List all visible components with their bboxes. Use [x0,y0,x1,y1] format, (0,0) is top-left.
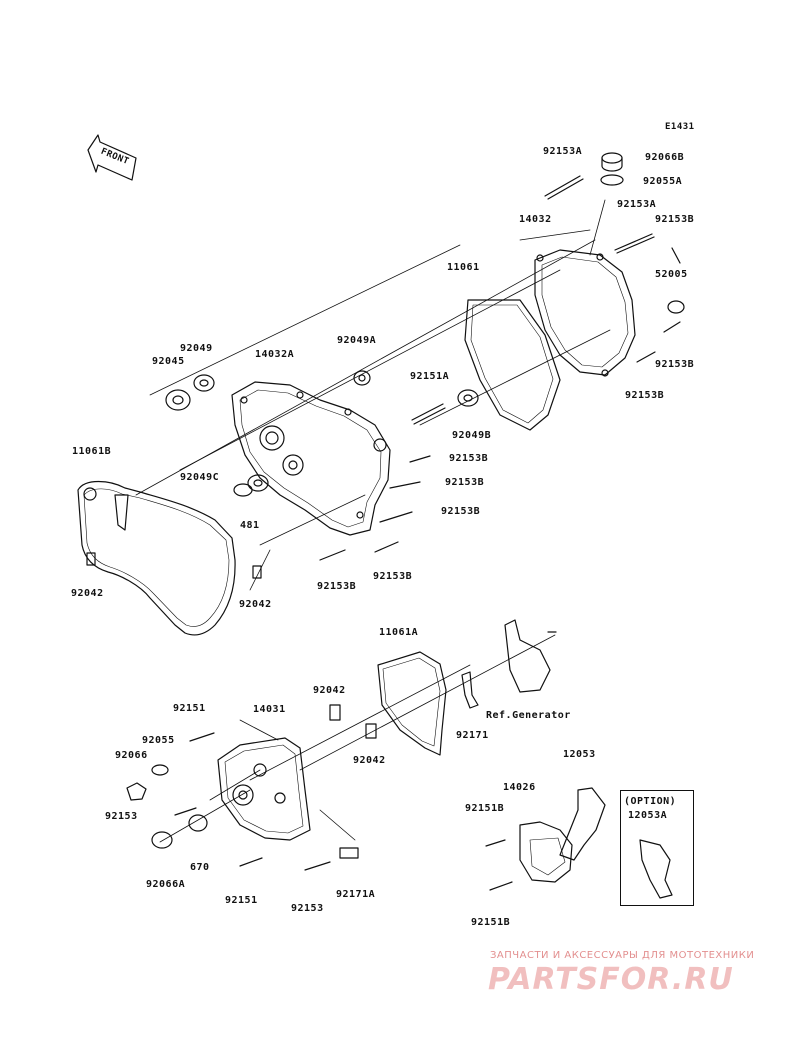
cover-14031 [217,737,311,841]
part-label: 92151 [225,895,258,906]
part-label: 11061B [72,446,112,457]
part-label: 14026 [503,782,536,793]
part-label: 92153B [445,477,485,488]
part-label: 14032 [519,214,552,225]
part-label: 92151A [410,371,450,382]
part-label: 670 [190,862,210,873]
part-label: 92049A [337,335,377,346]
cover-14032a [231,381,391,536]
watermark-tagline: ЗАПЧАСТИ И АКСЕССУАРЫ ДЛЯ МОТОТЕХНИКИ [490,950,755,961]
gasket-11061a [377,651,447,756]
part-label: 92153B [625,390,665,401]
plug-92066b [601,152,623,172]
plug-92153 [126,782,147,801]
part-label: 92171 [456,730,489,741]
part-label: 92153B [449,453,489,464]
part-label: 92066B [645,152,685,163]
part-label: 92049B [452,430,492,441]
part-label: 11061 [447,262,480,273]
part-label: 92153A [617,199,657,210]
cover-14032 [534,249,636,376]
bearings [165,370,479,497]
part-label: 11061A [379,627,419,638]
part-label: 92153 [291,903,324,914]
part-label: 92066 [115,750,148,761]
part-label: 92153 [105,811,138,822]
part-label: 92153B [655,359,695,370]
diagram-code: E1431 [665,122,695,132]
part-label: 92066A [146,879,186,890]
part-label: 52005 [655,269,688,280]
oring-92055a [600,174,624,186]
part-label: 92151 [173,703,206,714]
option-title: (OPTION) [624,796,677,807]
part-label: 92042 [313,685,346,696]
part-label: 14031 [253,704,286,715]
part-label: 92153B [317,581,357,592]
part-label: 92153A [543,146,583,157]
part-label: 92153B [373,571,413,582]
part-label: 12053 [563,749,596,760]
part-label: 92153B [655,214,695,225]
watermark-logo: PARTSFOR.RU [488,962,734,997]
part-label: 12053A [628,810,668,821]
part-label: 92151B [465,803,505,814]
plug-92066a [151,831,173,849]
guide-lines [135,199,611,843]
part-label: 92042 [353,755,386,766]
part-label: 92042 [239,599,272,610]
bolts-upper [319,175,681,561]
ref-generator-label: Ref.Generator [486,710,571,721]
part-label: 92055 [142,735,175,746]
part-label: 92045 [152,356,185,367]
guard-14026 [519,821,573,883]
gasket-11061 [464,299,561,431]
part-label: 92049 [180,343,213,354]
part-label: 14032A [255,349,295,360]
seal-52005 [667,300,685,314]
part-label: 92042 [71,588,104,599]
part-label: 92153B [441,506,481,517]
front-arrow-icon [87,134,137,181]
part-label: 481 [240,520,260,531]
gasket-11061b [77,480,236,636]
part-label: 92049C [180,472,220,483]
part-label: 92171A [336,889,376,900]
part-label: 92151B [471,917,511,928]
bracket-12053 [559,787,606,861]
part-label: 92055A [643,176,683,187]
option-box [620,790,694,906]
